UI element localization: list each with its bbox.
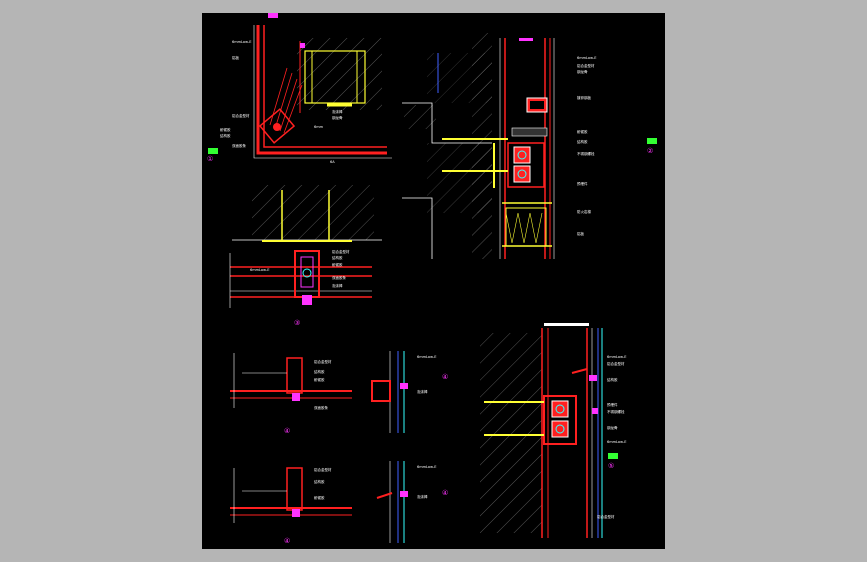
label-2f: 结构胶 [577,139,588,144]
label-1b: 铝板 [232,55,239,60]
label-2j: 铝板 [577,231,585,236]
steel-frame [304,50,366,104]
outline [253,25,392,159]
cad-drawing: ① 6mmLow-E 铝板 铝合金型材 耐候胶 结构胶 双面胶条 泡沫棒 钢龙骨… [207,13,657,545]
label-5c: 结构胶 [607,377,618,382]
detail-marker-2: ② [647,147,653,155]
label-4f: 泡沫棒 [417,389,428,394]
label-1e: 结构胶 [220,133,231,138]
glass-line-inner [263,25,387,148]
detail-marker-4c: ④ [442,373,448,381]
corner-detail: ① 6mmLow-E 铝板 铝合金型材 耐候胶 结构胶 双面胶条 泡沫棒 钢龙骨… [207,13,392,164]
label-1g: 泡沫棒 [332,109,343,114]
label-3c: 耐候胶 [332,262,343,267]
cad-drawing-sheet: ① 6mmLow-E 铝板 铝合金型材 耐候胶 结构胶 双面胶条 泡沫棒 钢龙骨… [202,13,665,549]
label-2h: 预埋件 [577,181,588,186]
label-1i: 6mm [314,125,324,129]
label-4g: 铝合金型材 [314,467,332,472]
label-5b: 铝合金型材 [607,361,625,366]
plan-detail: ④ ④ 铝合金型材 结构胶 耐候胶 双面胶条 6mmLow-E 泡沫棒 铝合金型… [230,351,448,545]
label-1c: 铝合金型材 [232,113,250,118]
label-1d: 耐候胶 [220,127,231,132]
label-2a: 6mmLow-E [577,56,596,60]
detail-marker-4b: ④ [284,537,290,545]
label-5f: 钢龙骨 [607,425,618,430]
label-5e: 不锈钢螺栓 [607,409,625,414]
glass-line [256,25,387,155]
label-1f: 双面胶条 [232,143,246,148]
label-4d: 双面胶条 [314,405,328,410]
label-4i: 耐候胶 [314,495,325,500]
label-5g: 6mmLow-E [607,440,626,444]
label-3d: 双面胶条 [332,275,346,280]
embed-detail: ⑤ 6mmLow-E 铝合金型材 结构胶 预埋件 不锈钢螺栓 钢龙骨 6mmLo… [480,323,626,538]
corner-profile [258,108,296,144]
label-2d: 镀锌钢板 [577,95,591,100]
concrete-hatch [297,38,382,110]
label-1a: 6mmLow-E [232,40,251,44]
label-4e: 6mmLow-E [417,355,436,359]
detail-marker-4d: ④ [442,489,448,497]
label-2i: 防火岩棉 [577,209,591,214]
label-3b: 结构胶 [332,255,343,260]
label-5h: 铝合金型材 [597,514,615,519]
label-4c: 耐候胶 [314,377,325,382]
label-5d: 预埋件 [607,402,618,407]
label-4k: 泡沫棒 [417,494,428,499]
label-2b: 铝合金型材 [577,63,595,68]
label-2g: 不锈钢螺栓 [577,151,595,156]
label-4a: 铝合金型材 [314,359,332,364]
detail-marker-3: ③ [294,319,300,327]
label-4j: 6mmLow-E [417,465,436,469]
label-3a: 铝合金型材 [332,249,350,254]
detail-marker-4: ④ [284,427,290,435]
label-2c: 钢龙骨 [577,69,588,74]
label-5a: 6mmLow-E [607,355,626,359]
label-4b: 结构胶 [314,369,325,374]
mullion-detail: ③ 铝合金型材 结构胶 耐候胶 双面胶条 泡沫棒 6mmLow-E [229,185,382,327]
label-1h: 钢龙骨 [332,115,343,120]
detail-marker-5: ⑤ [608,462,614,470]
label-2e: 耐候胶 [577,129,588,134]
detail-marker-1: ① [207,155,213,163]
label-3e: 泡沫棒 [332,283,343,288]
label-1j: 6A [330,160,335,164]
label-4h: 结构胶 [314,479,325,484]
label-3f: 6mmLow-E [250,268,269,272]
section-detail: ② 6mmLow-E 铝合金型材 钢龙骨 镀锌钢板 耐候胶 结构胶 不锈钢螺栓 … [402,33,657,259]
